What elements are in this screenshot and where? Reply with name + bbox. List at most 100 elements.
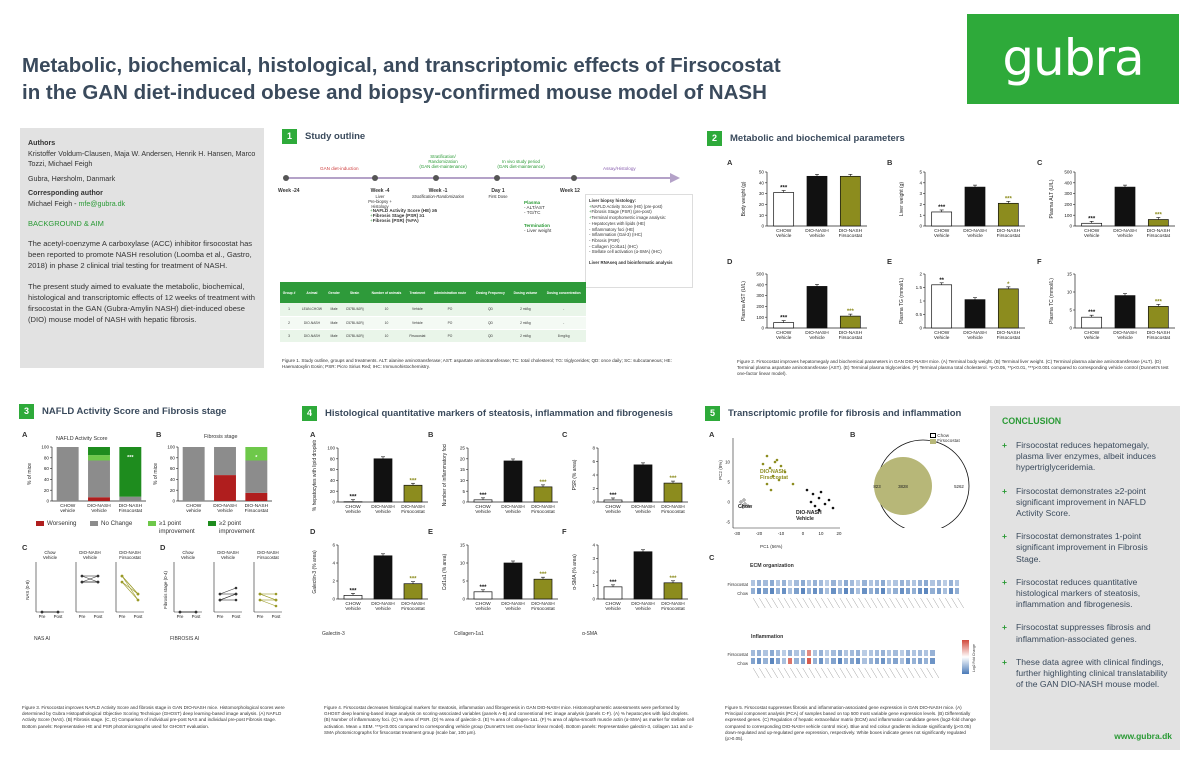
heatmap-cell — [750, 657, 757, 665]
significance-label: *** — [847, 309, 855, 315]
gene-tick — [852, 668, 859, 679]
heatmap-cell — [830, 587, 837, 595]
gene-tick — [821, 668, 828, 679]
category-label: vehicle — [186, 508, 201, 514]
y-tick-label: 0 — [592, 500, 595, 505]
website-link[interactable]: www.gubra.dk — [1114, 731, 1172, 741]
y-tick-label: 5 — [462, 489, 465, 494]
panel-label: C — [22, 543, 28, 552]
authors-heading: Authors — [28, 139, 56, 147]
pair-line — [121, 575, 139, 595]
plus-icon: + — [1002, 531, 1008, 542]
y-axis-label: Plasma TC (mmol/L) — [1049, 278, 1055, 324]
bar — [839, 315, 861, 329]
histology-item: - Inflammatory foci (HE) — [589, 226, 635, 232]
pre-label: Pre — [39, 614, 46, 619]
post-label: Post — [192, 614, 202, 619]
significance-label: *** — [609, 493, 617, 499]
heatmap-cell — [886, 579, 893, 587]
category-label: Firsocostat — [997, 233, 1021, 239]
category-label: CHOW — [60, 503, 76, 509]
gene-tick — [790, 668, 797, 679]
category-label: DIO-NASH — [805, 330, 829, 336]
y-tick-label: 20 — [170, 488, 176, 493]
study-outline-timeline: GAN diet-induction Stratification/ Rando… — [278, 150, 694, 288]
heatmap-cell — [762, 649, 769, 657]
x-tick-label: -20 — [756, 531, 763, 536]
panel-label: A — [709, 430, 715, 439]
table-cell: C57BL/6JRj — [342, 316, 367, 330]
heatmap-cell — [929, 587, 936, 595]
gene-tick — [901, 668, 909, 679]
heatmap-cell — [892, 657, 899, 665]
table-cell: Vehicle — [406, 303, 429, 317]
gene-tick — [907, 668, 915, 679]
heatmap-cell — [824, 657, 831, 665]
group-header: Firsocostat — [257, 555, 279, 560]
category-label: Vehicle — [1084, 335, 1100, 341]
stacked-bar-segment — [214, 475, 236, 501]
heatmap-cell — [849, 649, 856, 657]
heatmap-cell — [787, 649, 794, 657]
conclusion-list: +Firsocostat reduces hepatomegaly, plasm… — [1002, 440, 1168, 690]
pair-line — [219, 593, 237, 601]
pair-point — [218, 592, 222, 596]
heatmap-row — [750, 657, 936, 665]
pair-line — [121, 575, 139, 601]
conclusion-title: CONCLUSION — [1002, 416, 1062, 426]
table-header-cell: Gender — [325, 282, 343, 303]
table-cell: 10 — [366, 329, 407, 343]
heatmap-cell — [750, 649, 757, 657]
category-label: Vehicle — [217, 508, 233, 514]
y-tick-label: 1 — [919, 213, 922, 218]
post-label: Post — [94, 614, 104, 619]
legend-swatch — [36, 521, 44, 526]
pre-label: Pre — [177, 614, 184, 619]
heatmap-cell — [780, 579, 788, 587]
pca-point-vehicle — [823, 502, 827, 506]
bar — [931, 284, 953, 329]
corresponding-email[interactable]: mfe@gubra.dk — [78, 199, 126, 208]
heatmap-cell — [867, 587, 874, 595]
gene-tick — [845, 598, 853, 609]
corresponding-heading: Corresponding author — [28, 189, 103, 197]
heatmap-cell — [917, 587, 924, 595]
y-tick-label: 2 — [919, 202, 922, 207]
table-header-cell: Treatment — [406, 282, 429, 303]
heatmap-cell — [941, 579, 948, 587]
gene-tick — [932, 598, 940, 609]
heatmap-cell — [892, 579, 899, 587]
gene-tick — [926, 668, 933, 679]
pca-point-firsocostat — [773, 460, 777, 464]
gene-tick — [938, 598, 946, 609]
category-label: Firsocostat — [997, 335, 1021, 341]
category-label: DIO-NASH — [997, 330, 1021, 336]
table-cell: 3 — [280, 329, 299, 343]
gene-tick — [845, 668, 853, 679]
y-tick-label: 0.5 — [916, 312, 923, 317]
plus-icon: + — [1002, 485, 1008, 496]
section-title: Study outline — [305, 131, 366, 142]
heatmap-cell — [923, 649, 930, 657]
heatmap-row — [750, 579, 961, 587]
pca-point-vehicle — [827, 498, 831, 502]
legend-text: ≥1 point improvement — [159, 520, 195, 535]
pca-point-firsocostat — [779, 464, 783, 468]
bar — [403, 484, 423, 503]
bar — [403, 583, 423, 600]
gene-tick — [771, 598, 778, 609]
bar — [997, 202, 1019, 227]
category-label: Firsocostat — [661, 509, 685, 515]
y-tick-label: 25 — [460, 446, 466, 451]
pca-point-firsocostat — [791, 482, 795, 486]
gene-tick — [883, 668, 890, 679]
gene-tick — [920, 668, 927, 679]
y-tick-label: 2 — [919, 272, 922, 277]
gene-tick — [839, 598, 847, 609]
pre-label: Pre — [79, 614, 86, 619]
y-tick-label: 2 — [592, 486, 595, 491]
bar — [503, 460, 523, 503]
